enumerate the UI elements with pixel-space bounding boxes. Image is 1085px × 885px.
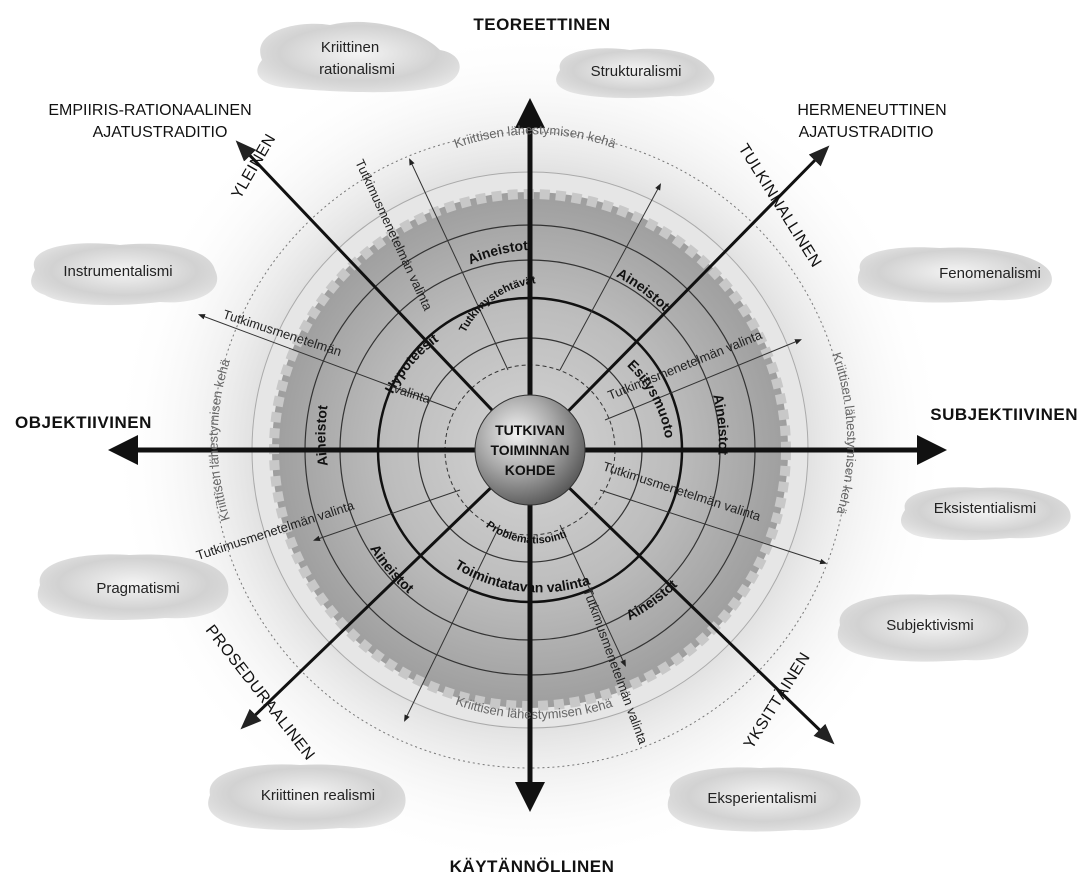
diagonal-axes	[235, 140, 835, 745]
cloud-instrumentalismi: Instrumentalismi	[31, 243, 218, 306]
diagonal-upper-left	[235, 140, 532, 452]
cloud-kriittinen-rationalismi: Kriittinen rationalismi	[257, 21, 460, 93]
diagonal-upper-right	[528, 145, 830, 452]
diagonal-lower-right	[528, 448, 835, 745]
cloud-fenomenalismi: Fenomenalismi	[857, 247, 1052, 303]
cloud-label: Subjektivismi	[886, 617, 974, 634]
center-sphere	[474, 394, 586, 506]
center-label-line3: KOHDE	[505, 462, 556, 478]
tradition-right-line1: HERMENEUTTINEN	[797, 102, 946, 119]
cloud-label: Eksistentialismi	[934, 500, 1037, 517]
cloud-shape	[257, 21, 460, 93]
cloud-eksistentialismi: Eksistentialismi	[900, 487, 1071, 541]
cloud-label: Pragmatismi	[96, 580, 179, 597]
cloud-label: Kriittinen realismi	[261, 787, 375, 804]
axis-label-left: OBJEKTIIVINEN	[15, 413, 152, 432]
cloud-shape	[31, 243, 218, 306]
method-arrow	[599, 489, 827, 565]
cloud-shape	[837, 594, 1029, 662]
cloud-label-line1: Kriittinen	[321, 39, 379, 56]
axis-label-right: SUBJEKTIIVINEN	[930, 405, 1078, 424]
tradition-left-line1: EMPIIRIS-RATIONAALINEN	[48, 102, 251, 119]
cloud-strukturalismi: Strukturalismi	[556, 48, 715, 99]
cloud-shape	[900, 487, 1071, 541]
diagonal-lower-left	[240, 448, 532, 730]
tradition-left-line2: AJATUSTRADITIO	[93, 124, 228, 141]
cloud-label: Instrumentalismi	[63, 263, 172, 280]
axis-label-top: TEOREETTINEN	[473, 15, 610, 34]
cloud-pragmatismi: Pragmatismi	[37, 554, 229, 620]
cloud-shape	[556, 48, 715, 99]
materials-label-left: Aineistot	[312, 404, 330, 468]
method-arrow	[559, 524, 626, 667]
center-label-line2: TOIMINNAN	[490, 442, 569, 458]
method-arrow	[559, 183, 661, 371]
cloud-shape	[667, 767, 861, 832]
cloud-subjektivismi: Subjektivismi	[837, 594, 1029, 662]
cloud-kriittinen-realismi: Kriittinen realismi	[208, 764, 406, 830]
cloud-label: Eksperientalismi	[707, 790, 816, 807]
cloud-shape	[37, 554, 229, 620]
center-label-line1: TUTKIVAN	[495, 422, 565, 438]
cloud-label: Fenomenalismi	[939, 265, 1041, 282]
method-arrow	[404, 524, 501, 722]
method-arrow	[409, 158, 509, 371]
tradition-right-line2: AJATUSTRADITIO	[799, 124, 934, 141]
method-arrow	[604, 339, 802, 421]
cloud-eksperientalismi: Eksperientalismi	[667, 767, 861, 832]
method-arrow	[313, 489, 461, 542]
cloud-shape	[208, 764, 406, 830]
cloud-shape	[857, 247, 1052, 303]
method-arrows	[198, 158, 827, 722]
cloud-label-line2: rationalismi	[319, 61, 395, 78]
cloud-label: Strukturalismi	[591, 63, 682, 80]
method-arrow	[198, 314, 456, 411]
axis-label-bottom: KÄYTÄNNÖLLINEN	[450, 857, 615, 876]
